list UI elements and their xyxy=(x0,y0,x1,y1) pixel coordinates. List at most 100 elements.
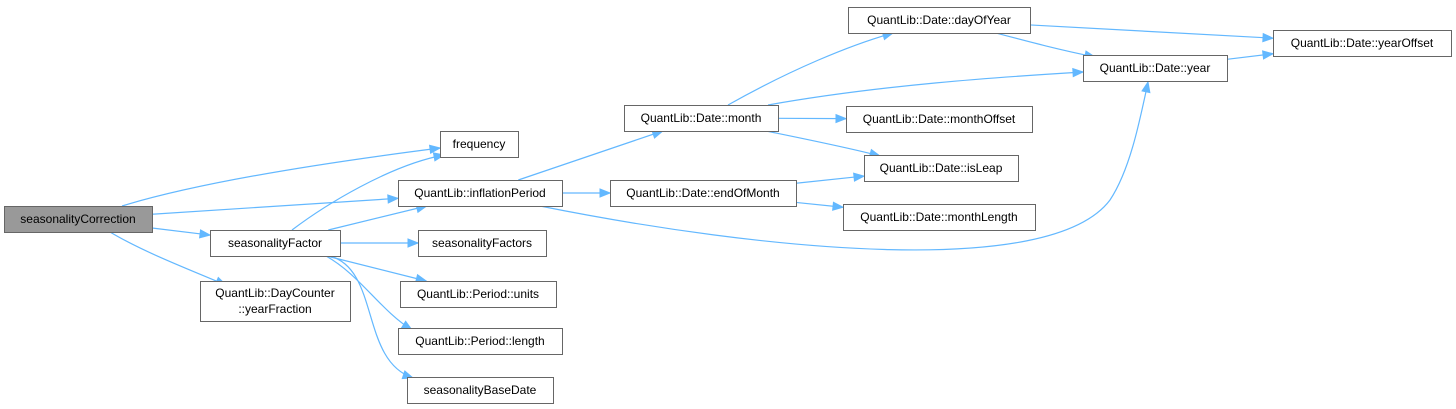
node-label: QuantLib::Date::month xyxy=(641,111,762,125)
node-inflationPeriod[interactable]: QuantLib::inflationPeriod xyxy=(398,180,563,207)
edge-line xyxy=(291,154,445,231)
edge-line xyxy=(767,71,1084,106)
edge-line xyxy=(995,32,1096,58)
arrowhead xyxy=(599,188,612,198)
edge-line xyxy=(795,175,865,184)
arrowhead xyxy=(853,172,866,182)
arrowhead xyxy=(199,229,212,239)
edge-seasonalityCorrection-to-yearFraction xyxy=(109,231,228,286)
node-label: QuantLib::DayCounter xyxy=(215,286,334,300)
node-label: seasonalityFactor xyxy=(228,236,322,250)
node-label: QuantLib::Date::year xyxy=(1100,61,1211,75)
edge-seasonalityFactor-to-seasonalityFactors xyxy=(340,238,420,248)
node-seasonalityCorrection[interactable]: seasonalityCorrection xyxy=(4,206,153,233)
edge-dateMonth-to-dateMonthOffset xyxy=(777,113,848,124)
edge-dateMonth-to-dateIsLeap xyxy=(765,130,882,158)
node-label: QuantLib::Date::yearOffset xyxy=(1291,36,1434,50)
node-label: QuantLib::Date::endOfMonth xyxy=(626,186,779,200)
node-label: QuantLib::inflationPeriod xyxy=(414,186,545,200)
node-label: seasonalityBaseDate xyxy=(424,383,537,397)
node-label: QuantLib::Date::monthLength xyxy=(860,210,1017,224)
node-label: QuantLib::Date::monthOffset xyxy=(863,112,1016,126)
node-dateYear[interactable]: QuantLib::Date::year xyxy=(1083,55,1228,82)
node-box xyxy=(1083,55,1228,82)
edge-line xyxy=(329,255,414,379)
node-dateYearOffset[interactable]: QuantLib::Date::yearOffset xyxy=(1273,30,1452,57)
node-box xyxy=(418,230,547,257)
arrowhead xyxy=(1141,80,1151,94)
node-dateDayOfYear[interactable]: QuantLib::Date::dayOfYear xyxy=(848,7,1031,34)
nodes-layer: seasonalityCorrectionfrequencyQuantLib::… xyxy=(4,7,1452,404)
edge-line xyxy=(328,205,427,231)
node-box xyxy=(200,281,351,322)
node-box xyxy=(610,180,797,207)
edge-inflationPeriod-to-dateEndOfMonth xyxy=(562,188,612,198)
edge-line xyxy=(727,32,894,106)
edge-dateEndOfMonth-to-dateMonthLength xyxy=(795,201,845,211)
node-label: QuantLib::Date::isLeap xyxy=(880,161,1003,175)
node-periodUnits[interactable]: QuantLib::Period::units xyxy=(400,281,557,308)
edge-line xyxy=(1029,24,1274,39)
node-box xyxy=(440,131,519,158)
edge-dateDayOfYear-to-dateYearOffset xyxy=(1029,24,1275,43)
arrowhead xyxy=(1262,50,1275,60)
node-box xyxy=(843,204,1036,231)
node-box xyxy=(864,155,1019,182)
edge-seasonalityCorrection-to-frequency xyxy=(121,144,442,207)
edge-inflationPeriod-to-dateMonth xyxy=(518,129,664,181)
node-box xyxy=(1273,30,1452,57)
edge-line xyxy=(109,231,227,286)
edge-line xyxy=(326,255,427,282)
node-seasonalityFactor[interactable]: seasonalityFactor xyxy=(210,230,341,257)
node-seasonalityBaseDate[interactable]: seasonalityBaseDate xyxy=(407,377,554,404)
node-box xyxy=(210,230,341,257)
edge-line xyxy=(325,255,413,331)
node-box xyxy=(407,377,554,404)
node-dateMonthOffset[interactable]: QuantLib::Date::monthOffset xyxy=(846,106,1033,133)
node-label: QuantLib::Period::units xyxy=(417,287,539,301)
node-label: seasonalityFactors xyxy=(432,236,532,250)
node-box xyxy=(398,180,563,207)
node-box xyxy=(398,328,563,355)
edge-line xyxy=(151,197,399,215)
edge-line xyxy=(765,130,881,157)
node-dateEndOfMonth[interactable]: QuantLib::Date::endOfMonth xyxy=(610,180,797,207)
edge-seasonalityFactor-to-inflationPeriod xyxy=(328,203,429,231)
node-box xyxy=(400,281,557,308)
edge-dateMonth-to-dateDayOfYear xyxy=(727,31,895,106)
arrowhead xyxy=(1262,32,1275,43)
edge-dateYear-to-dateYearOffset xyxy=(1226,50,1275,60)
arrowhead xyxy=(387,194,400,204)
edge-seasonalityFactor-to-periodUnits xyxy=(326,255,428,284)
edge-seasonalityFactor-to-seasonalityBaseDate xyxy=(329,255,415,380)
edge-seasonalityCorrection-to-inflationPeriod xyxy=(151,194,400,215)
node-frequency[interactable]: frequency xyxy=(440,131,519,158)
arrowhead xyxy=(835,113,848,124)
node-periodLength[interactable]: QuantLib::Period::length xyxy=(398,328,563,355)
arrowhead xyxy=(832,201,845,211)
edge-line xyxy=(121,147,441,207)
node-dateMonth[interactable]: QuantLib::Date::month xyxy=(624,105,779,132)
node-box xyxy=(846,106,1033,133)
arrowhead xyxy=(407,238,420,248)
node-box xyxy=(624,105,779,132)
edge-line xyxy=(518,130,663,181)
node-box xyxy=(4,206,153,233)
edge-line xyxy=(539,81,1149,251)
node-label: QuantLib::Date::dayOfYear xyxy=(867,13,1011,27)
node-label: QuantLib::Period::length xyxy=(415,334,544,348)
edge-dateMonth-to-dateYear xyxy=(767,67,1085,106)
node-box xyxy=(848,7,1031,34)
node-yearFraction[interactable]: QuantLib::DayCounter::yearFraction xyxy=(200,281,351,322)
edge-dateEndOfMonth-to-dateIsLeap xyxy=(795,172,866,184)
arrowhead xyxy=(428,144,442,155)
edge-dateDayOfYear-to-dateYear xyxy=(995,32,1097,60)
node-seasonalityFactors[interactable]: seasonalityFactors xyxy=(418,230,547,257)
edge-seasonalityCorrection-to-seasonalityFactor xyxy=(151,227,212,239)
node-label: seasonalityCorrection xyxy=(20,212,135,226)
node-dateIsLeap[interactable]: QuantLib::Date::isLeap xyxy=(864,155,1019,182)
edge-inflationPeriod-to-dateYear xyxy=(539,80,1151,251)
node-dateMonthLength[interactable]: QuantLib::Date::monthLength xyxy=(843,204,1036,231)
node-label: frequency xyxy=(453,137,506,151)
